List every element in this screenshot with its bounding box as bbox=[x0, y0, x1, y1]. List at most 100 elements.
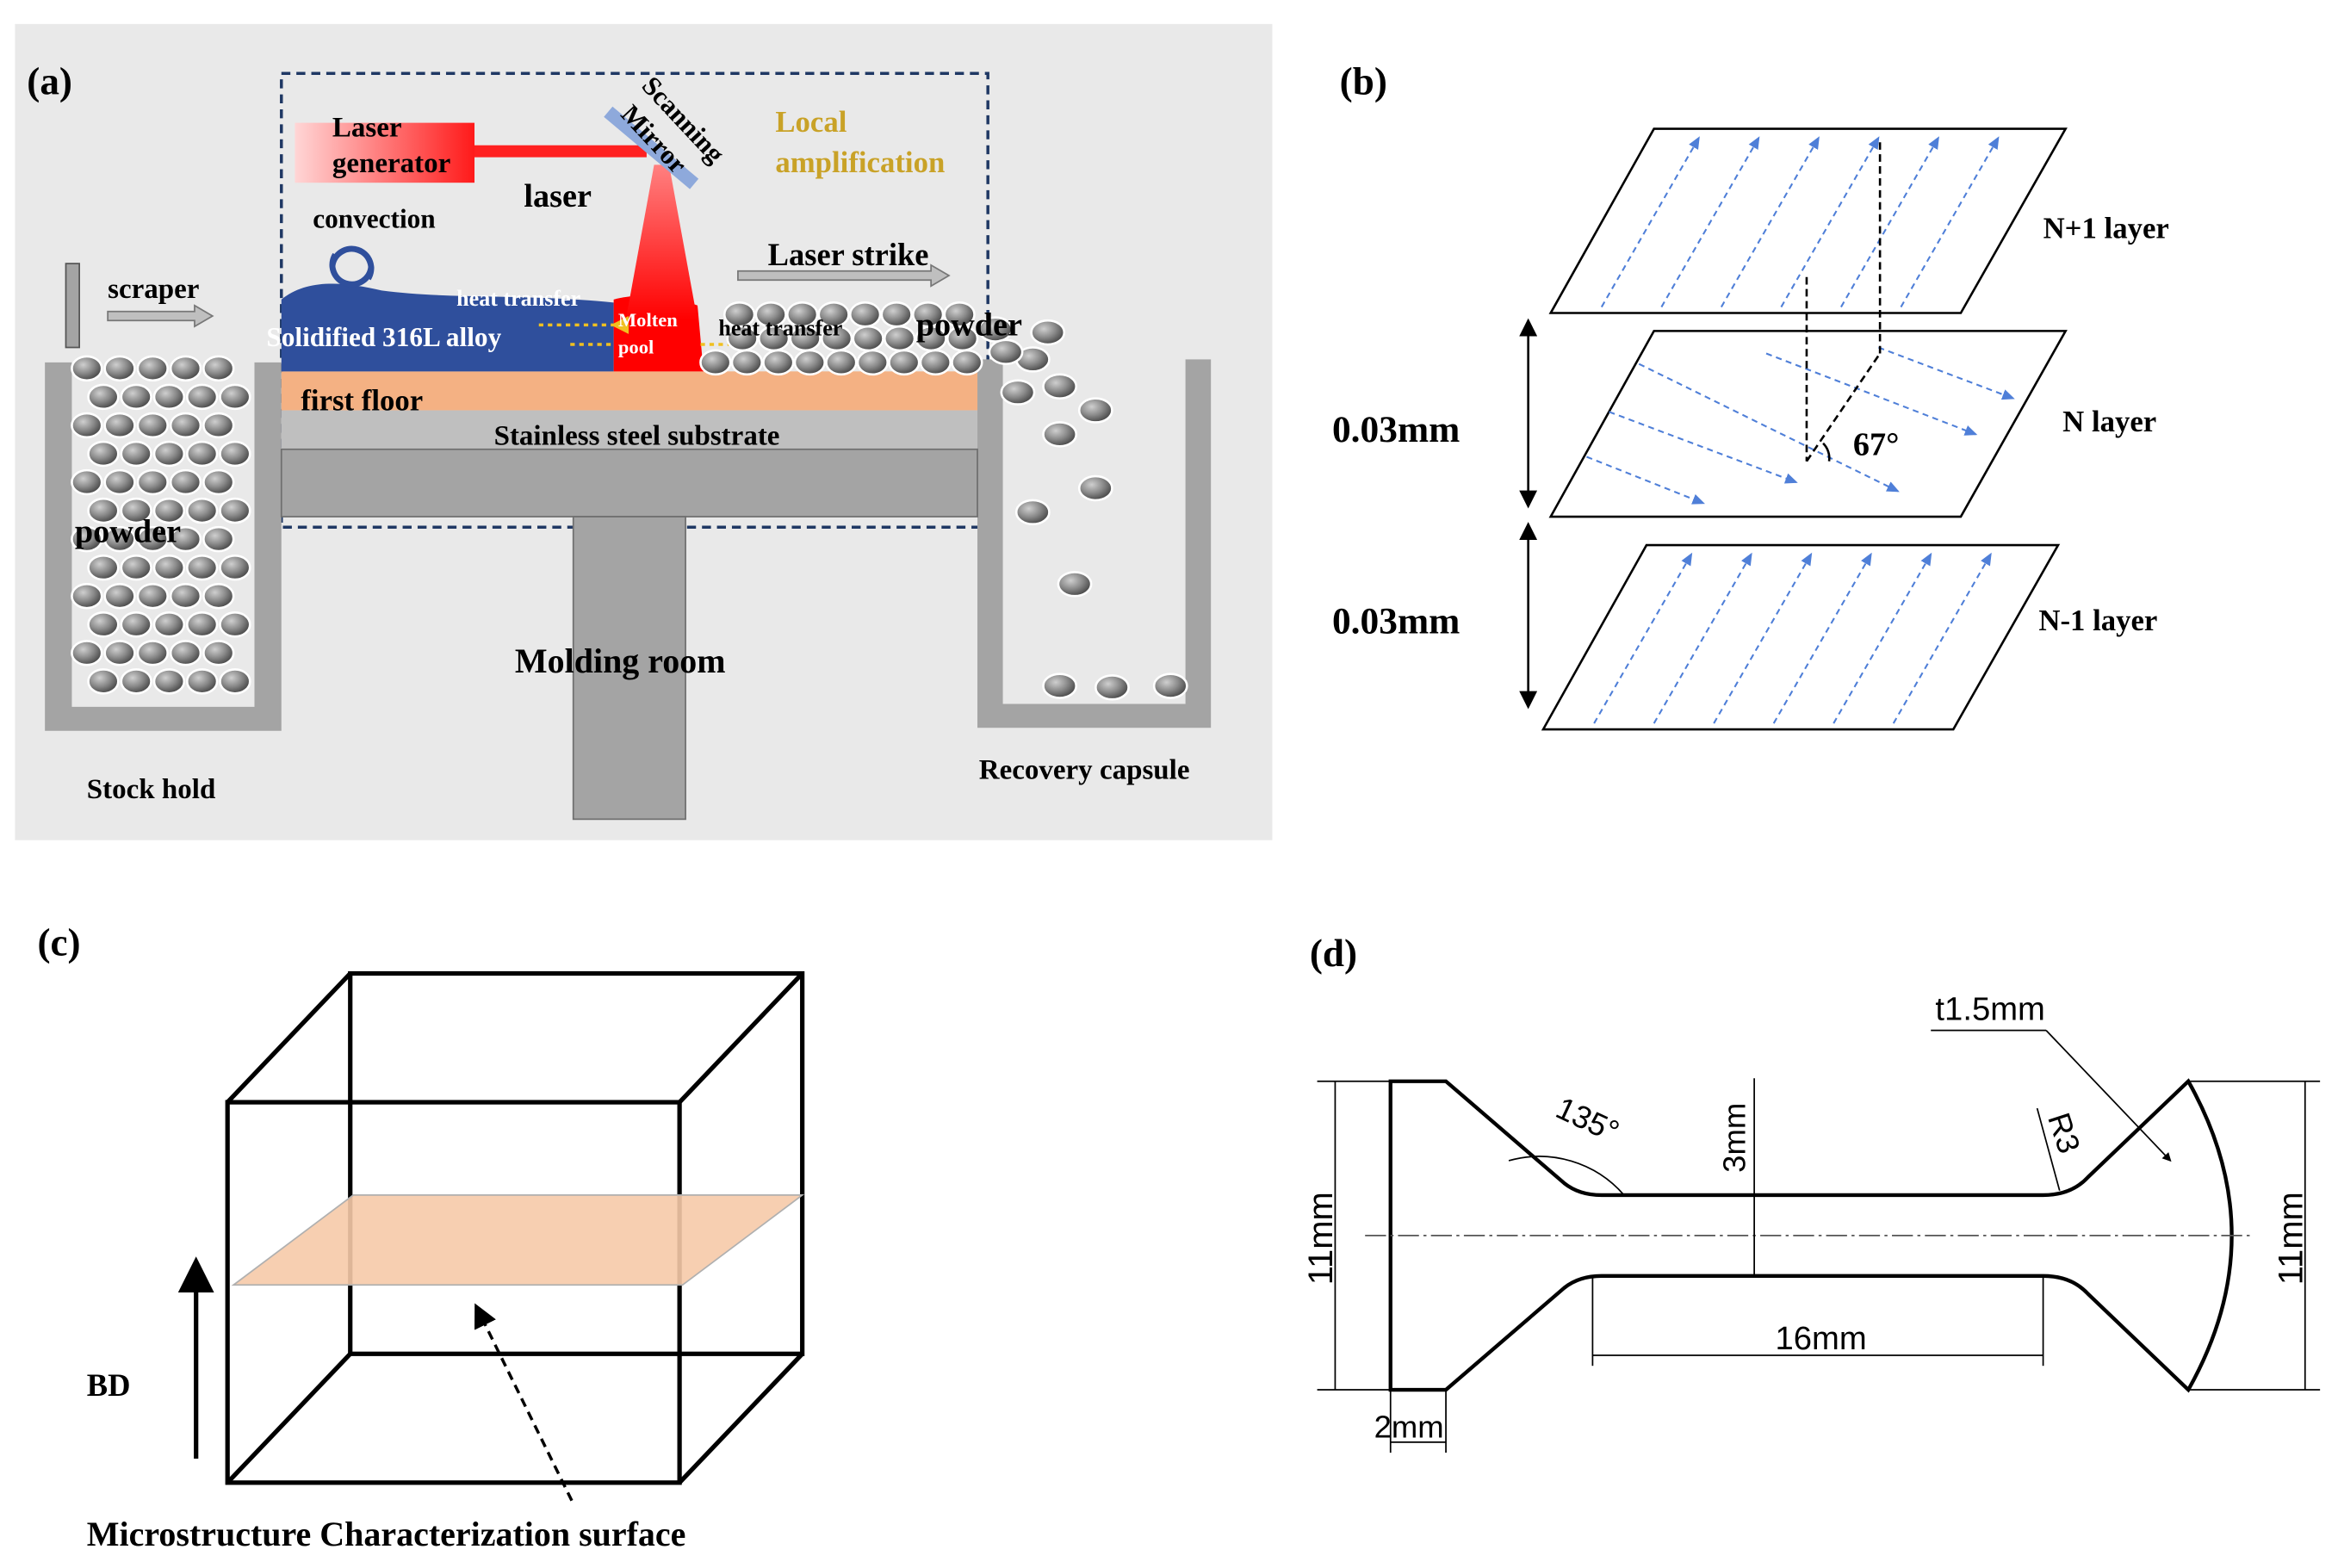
powder-particle bbox=[120, 668, 152, 695]
heat-transfer-right-label: heat transfer bbox=[718, 316, 842, 341]
powder-particle bbox=[169, 525, 202, 553]
scraper-blade bbox=[65, 263, 80, 349]
powder-particle bbox=[1077, 397, 1113, 424]
scan-arrows-n-minus-1 bbox=[1593, 552, 1992, 724]
powder-particle bbox=[136, 525, 169, 553]
thickness-leader bbox=[2045, 1030, 2172, 1162]
laser-generator-label-1: Laser bbox=[332, 112, 402, 143]
powder-particle bbox=[219, 611, 251, 638]
panel-c: (c) BD Microstructure Characterization s… bbox=[37, 921, 805, 1553]
powder-particle bbox=[136, 412, 169, 439]
powder-particle bbox=[185, 497, 219, 524]
powder-particle bbox=[919, 349, 952, 376]
local-amplification-label-1: Local bbox=[775, 105, 847, 139]
height-left-label: 11mm bbox=[1302, 1192, 1340, 1285]
stock-hold-container bbox=[45, 362, 282, 731]
powder-right-label: powder bbox=[916, 307, 1022, 344]
powder-particle bbox=[71, 640, 103, 666]
build-platform bbox=[280, 448, 978, 518]
convection-icon bbox=[329, 245, 375, 288]
powder-particle bbox=[888, 349, 921, 376]
laser-strike-label: Laser strike bbox=[768, 237, 929, 272]
powder-particle bbox=[136, 640, 169, 666]
layer-n-plus-1 bbox=[1548, 127, 2068, 314]
powder-stock-particles bbox=[71, 355, 251, 695]
powder-particle bbox=[202, 355, 235, 382]
powder-particle bbox=[785, 301, 819, 328]
powder-particle bbox=[1014, 499, 1051, 526]
powder-particle bbox=[71, 525, 103, 553]
panel-a-label: (a) bbox=[27, 60, 72, 103]
spacing-label-2: 0.03mm bbox=[1332, 601, 1460, 642]
angle-135-label: 135° bbox=[1551, 1090, 1625, 1150]
height-right-label: 11mm bbox=[2272, 1192, 2310, 1285]
powder-particle bbox=[1095, 674, 1130, 701]
powder-particle bbox=[87, 440, 120, 468]
powder-particle bbox=[152, 668, 186, 695]
powder-particle bbox=[185, 383, 219, 411]
angle-arc bbox=[1822, 442, 1831, 462]
characterization-plane bbox=[231, 1194, 805, 1286]
powder-particle bbox=[152, 497, 186, 524]
gauge-length-label: 16mm bbox=[1775, 1320, 1866, 1357]
powder-particle bbox=[883, 325, 916, 352]
powder-particle bbox=[103, 355, 136, 382]
powder-particle bbox=[169, 468, 202, 496]
molding-room-piston bbox=[572, 516, 686, 821]
grip-length-label: 2mm bbox=[1374, 1410, 1444, 1445]
scan-arrows-n-plus-1 bbox=[1600, 136, 2000, 308]
powder-particle bbox=[1152, 672, 1188, 699]
panel-d-label: (d) bbox=[1310, 932, 1357, 975]
powder-particle bbox=[152, 383, 186, 411]
powder-particle bbox=[825, 349, 858, 376]
powder-particle bbox=[71, 355, 103, 382]
layer-n-minus-1 bbox=[1541, 543, 2061, 731]
substrate-label: Stainless steel substrate bbox=[494, 421, 780, 452]
powder-particle bbox=[911, 301, 945, 328]
stock-hold-label: Stock hold bbox=[87, 774, 215, 805]
powder-bed-particles bbox=[699, 301, 983, 376]
convection-label: convection bbox=[313, 203, 435, 233]
powder-particle bbox=[219, 383, 251, 411]
laser-label: laser bbox=[524, 178, 592, 214]
laser-beam-horizontal bbox=[474, 145, 647, 158]
powder-particle bbox=[1057, 571, 1093, 598]
surface-label: Microstructure Characterization surface bbox=[87, 1515, 686, 1553]
powder-particle bbox=[848, 301, 882, 328]
plane-pointer-arrow bbox=[474, 1303, 574, 1502]
powder-particle bbox=[169, 355, 202, 382]
powder-particle bbox=[219, 497, 251, 524]
powder-particle bbox=[817, 301, 850, 328]
local-amplification-label-2: amplification bbox=[775, 146, 945, 179]
powder-particle bbox=[87, 383, 120, 411]
powder-particle bbox=[943, 301, 976, 328]
powder-particle bbox=[219, 668, 251, 695]
scan-arrows-n bbox=[1586, 346, 2015, 505]
powder-left-label: powder bbox=[75, 514, 181, 550]
cube bbox=[225, 970, 805, 1485]
dimension-lines bbox=[1317, 1078, 2321, 1453]
powder-particle bbox=[856, 349, 890, 376]
spacing-label-1: 0.03mm bbox=[1332, 409, 1460, 450]
molding-room-label: Molding room bbox=[515, 641, 726, 680]
powder-particle bbox=[103, 468, 136, 496]
powder-particle bbox=[87, 554, 120, 581]
thickness-label: t1.5mm bbox=[1935, 990, 2044, 1027]
powder-particle bbox=[152, 611, 186, 638]
powder-particle bbox=[185, 440, 219, 468]
powder-particle bbox=[762, 349, 795, 376]
powder-particle bbox=[1000, 379, 1036, 406]
powder-particle bbox=[852, 325, 884, 352]
angle-label: 67° bbox=[1853, 427, 1900, 463]
powder-particle bbox=[71, 468, 103, 496]
powder-particle bbox=[152, 554, 186, 581]
powder-particle bbox=[152, 440, 186, 468]
powder-particle bbox=[1077, 474, 1113, 502]
powder-particle bbox=[202, 412, 235, 439]
powder-particle bbox=[880, 301, 913, 328]
powder-particle bbox=[202, 468, 235, 496]
molten-pool-label-1: Molten bbox=[618, 309, 678, 331]
scraper-label: scraper bbox=[108, 274, 199, 305]
recovery-capsule-container bbox=[977, 359, 1212, 728]
powder-particle bbox=[136, 583, 169, 610]
